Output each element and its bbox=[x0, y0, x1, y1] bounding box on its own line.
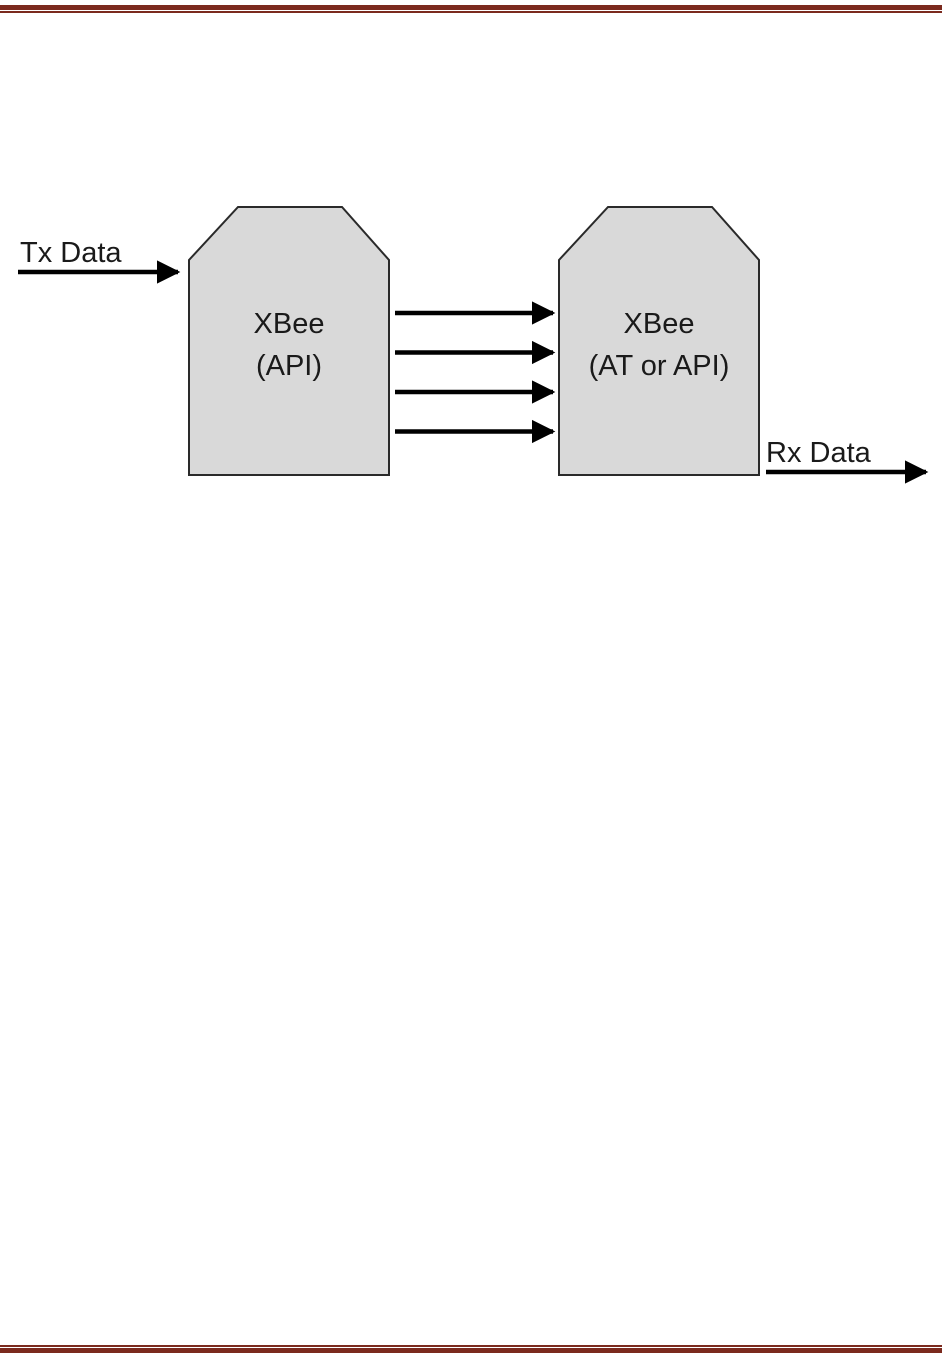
link-arrows bbox=[395, 313, 553, 432]
bottom-rule-thin-line bbox=[0, 1345, 942, 1347]
xbee-transmitter-mode: (API) bbox=[256, 350, 322, 382]
xbee-transmitter-name: XBee bbox=[254, 308, 325, 340]
bottom-page-rule bbox=[0, 1345, 942, 1354]
xbee-receiver-shape bbox=[559, 207, 759, 475]
xbee-transmitter-node: XBee (API) bbox=[189, 207, 389, 475]
xbee-receiver-name: XBee bbox=[624, 308, 695, 340]
rx-data-label: Rx Data bbox=[766, 437, 872, 469]
tx-data-label: Tx Data bbox=[20, 237, 122, 269]
xbee-transmitter-shape bbox=[189, 207, 389, 475]
bottom-rule-thick-line bbox=[0, 1348, 942, 1353]
xbee-receiver-node: XBee (AT or API) bbox=[559, 207, 759, 475]
xbee-receiver-mode: (AT or API) bbox=[589, 350, 730, 382]
